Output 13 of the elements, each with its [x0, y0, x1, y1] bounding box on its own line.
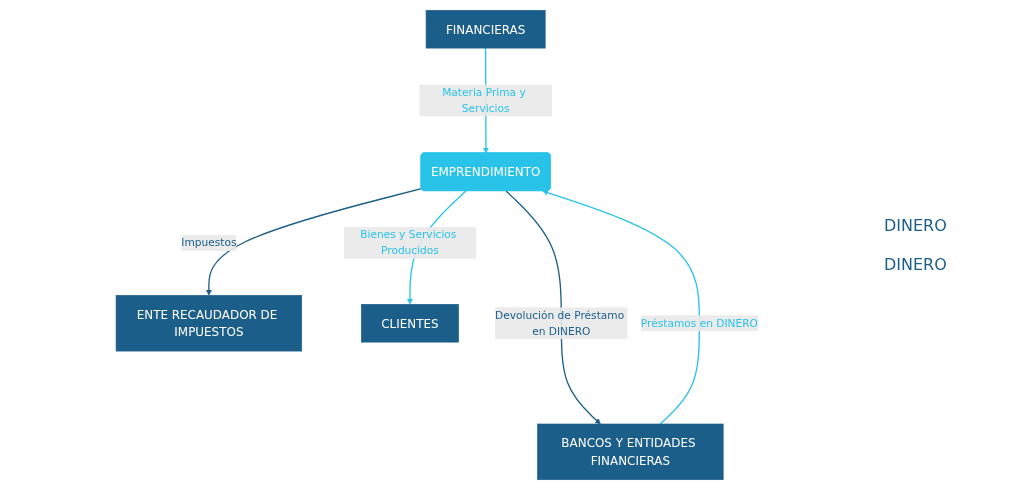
edge-label: Bienes y Servicios Producidos: [360, 228, 457, 257]
node-box: CLIENTES: [361, 304, 459, 343]
node-box: FINANCIERAS: [425, 9, 546, 49]
note-text: DINERO: [884, 216, 948, 235]
edge-label: Impuestos: [181, 236, 237, 249]
node-box: BANCOS Y ENTIDADES FINANCIERAS: [537, 423, 724, 481]
edge-label: Materia Prima y Servicios: [442, 85, 526, 115]
arrow: [206, 188, 423, 296]
node-box: ENTE RECAUDADOR DE IMPUESTOS: [115, 295, 303, 352]
edge-label: Devolución de Préstamo en DINERO: [495, 308, 625, 338]
edge-label: Préstamos en DINERO: [640, 316, 758, 330]
note-text: DINERO: [884, 255, 948, 274]
arrow: [542, 189, 701, 425]
